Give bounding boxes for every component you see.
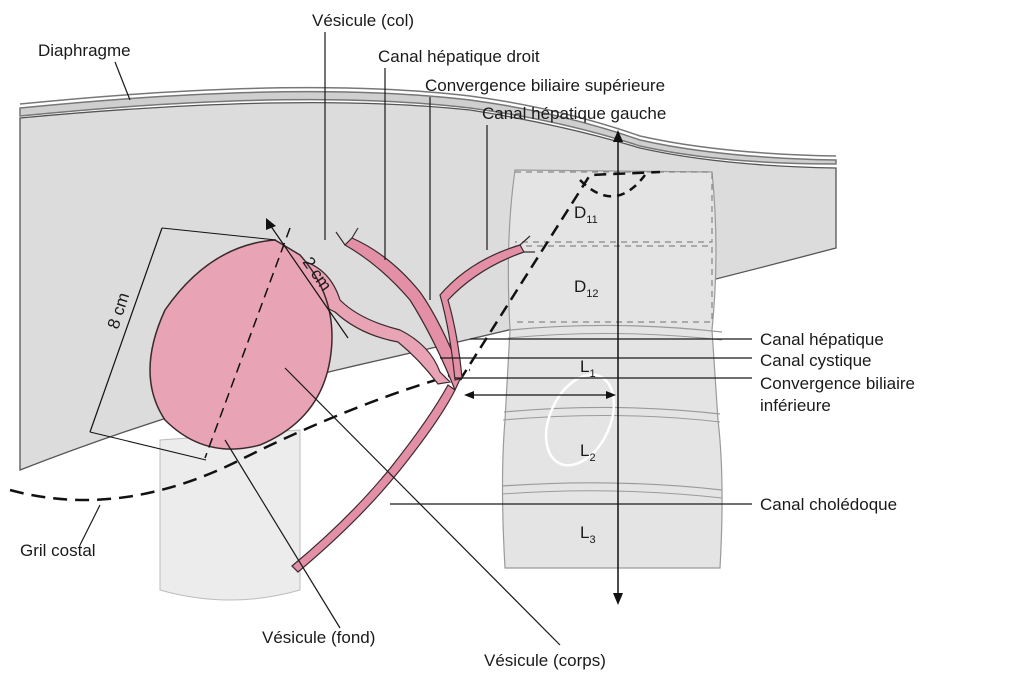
label-canal-cystique: Canal cystique: [760, 351, 872, 370]
label-canal-choledoque: Canal cholédoque: [760, 495, 897, 514]
label-diaphragme: Diaphragme: [38, 41, 131, 60]
lower-organ-column: [160, 430, 300, 600]
label-vesicule-corps: Vésicule (corps): [484, 651, 606, 670]
label-convergence-inferieure-1: Convergence biliaire: [760, 374, 915, 393]
label-convergence-superieure: Convergence biliaire supérieure: [425, 76, 665, 95]
label-vesicule-col: Vésicule (col): [312, 11, 414, 30]
label-vesicule-fond: Vésicule (fond): [262, 628, 375, 647]
label-gril-costal: Gril costal: [20, 541, 96, 560]
label-canal-hepatique-gauche: Canal hépatique gauche: [482, 104, 666, 123]
label-convergence-inferieure-2: inférieure: [760, 396, 831, 415]
label-canal-hepatique: Canal hépatique: [760, 330, 884, 349]
label-canal-hepatique-droit: Canal hépatique droit: [378, 47, 540, 66]
spine: [503, 170, 723, 568]
